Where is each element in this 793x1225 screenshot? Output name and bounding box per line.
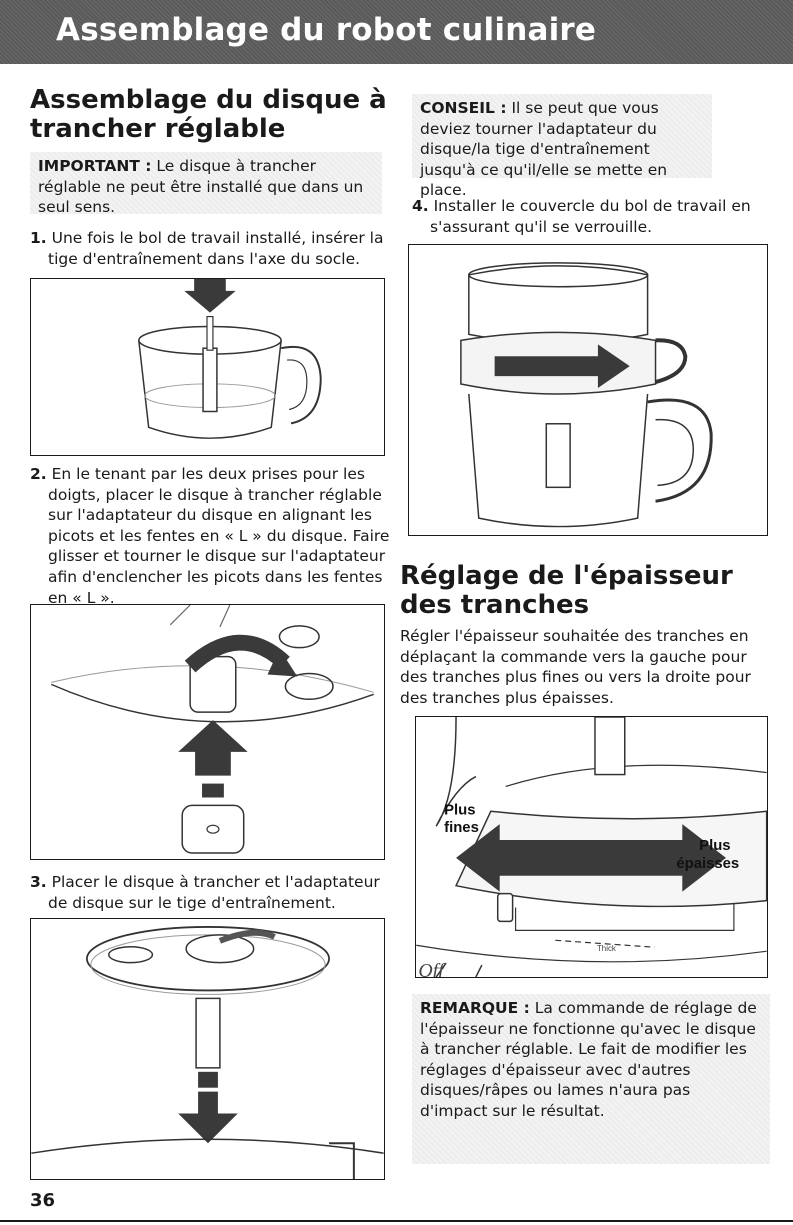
step-4-number: 4. [412,197,429,215]
important-text: Le disque à trancher réglable ne peut êt… [38,157,364,217]
conseil-note: CONSEIL : Il se peut que vous deviez tou… [412,94,712,199]
down-arrow-icon [184,279,236,313]
step-1-text: Une fois le bol de travail installé, ins… [46,229,384,268]
section-heading-thickness: Réglage de l'épaisseur des tranches [400,561,733,621]
section-heading-disc-assembly: Assemblage du disque à trancher réglable [30,85,387,145]
step-3-number: 3. [30,873,47,891]
label-plus-epaisses-1: Plus [699,838,730,854]
down-arrow-icon-2 [178,1091,238,1144]
label-plus-fines-2: fines [444,820,479,836]
step-3: 3. Placer le disque à trancher et l'adap… [30,872,392,913]
step-2-number: 2. [30,465,47,483]
step-1: 1. Une fois le bol de travail installé, … [30,228,392,269]
disc-on-shaft-illustration [31,926,384,1179]
footer-rule [0,1220,793,1222]
disc-adapter-illustration [50,605,374,854]
important-note: IMPORTANT : Le disque à trancher réglabl… [30,152,382,217]
remarque-note: REMARQUE : La commande de réglage de l'é… [412,994,770,1164]
figure-disc-adapter [30,604,385,860]
remarque-label: REMARQUE : [420,999,530,1017]
lid-illustration [460,262,713,528]
banner-title: Assemblage du robot culinaire [56,12,597,48]
conseil-label: CONSEIL : [420,99,507,117]
figure-disc-on-shaft [30,918,385,1180]
step-3-text: Placer le disque à trancher et l'adaptat… [46,873,380,912]
step-4: 4. Installer le couvercle du bol de trav… [412,196,764,237]
label-plus-fines-1: Plus [444,802,475,818]
step-4-text: Installer le couvercle du bol de travail… [428,197,751,236]
figure-thickness-control: Thick Off Plus fines Plus épaisses [415,716,768,978]
up-arrow-icon [178,720,248,776]
step-2: 2. En le tenant par les deux prises pour… [30,464,392,608]
step-2-text: En le tenant par les deux prises pour le… [46,465,390,607]
off-label: Off [418,960,446,977]
thickness-slider [496,892,514,923]
label-plus-epaisses-2: épaisses [676,856,739,872]
drive-shaft-illustration [138,279,322,439]
rotate-arrow-icon [494,344,630,389]
thickness-control-illustration: Thick Off Plus fines Plus épaisses [416,717,767,977]
important-label: IMPORTANT : [38,157,152,175]
step-1-number: 1. [30,229,47,247]
conseil-text: Il se peut que vous deviez tourner l'ada… [420,99,668,200]
figure-lid [408,244,768,536]
thick-small-label: Thick [597,944,616,953]
remarque-text: La commande de réglage de l'épaisseur ne… [420,999,757,1121]
header-banner: Assemblage du robot culinaire [0,0,793,64]
thickness-body-text: Régler l'épaisseur souhaitée des tranche… [400,627,751,707]
rotation-arrow-icon [184,634,290,673]
page-number: 36 [30,1190,56,1211]
left-right-arrow-icon [456,824,726,892]
figure-drive-shaft [30,278,385,456]
